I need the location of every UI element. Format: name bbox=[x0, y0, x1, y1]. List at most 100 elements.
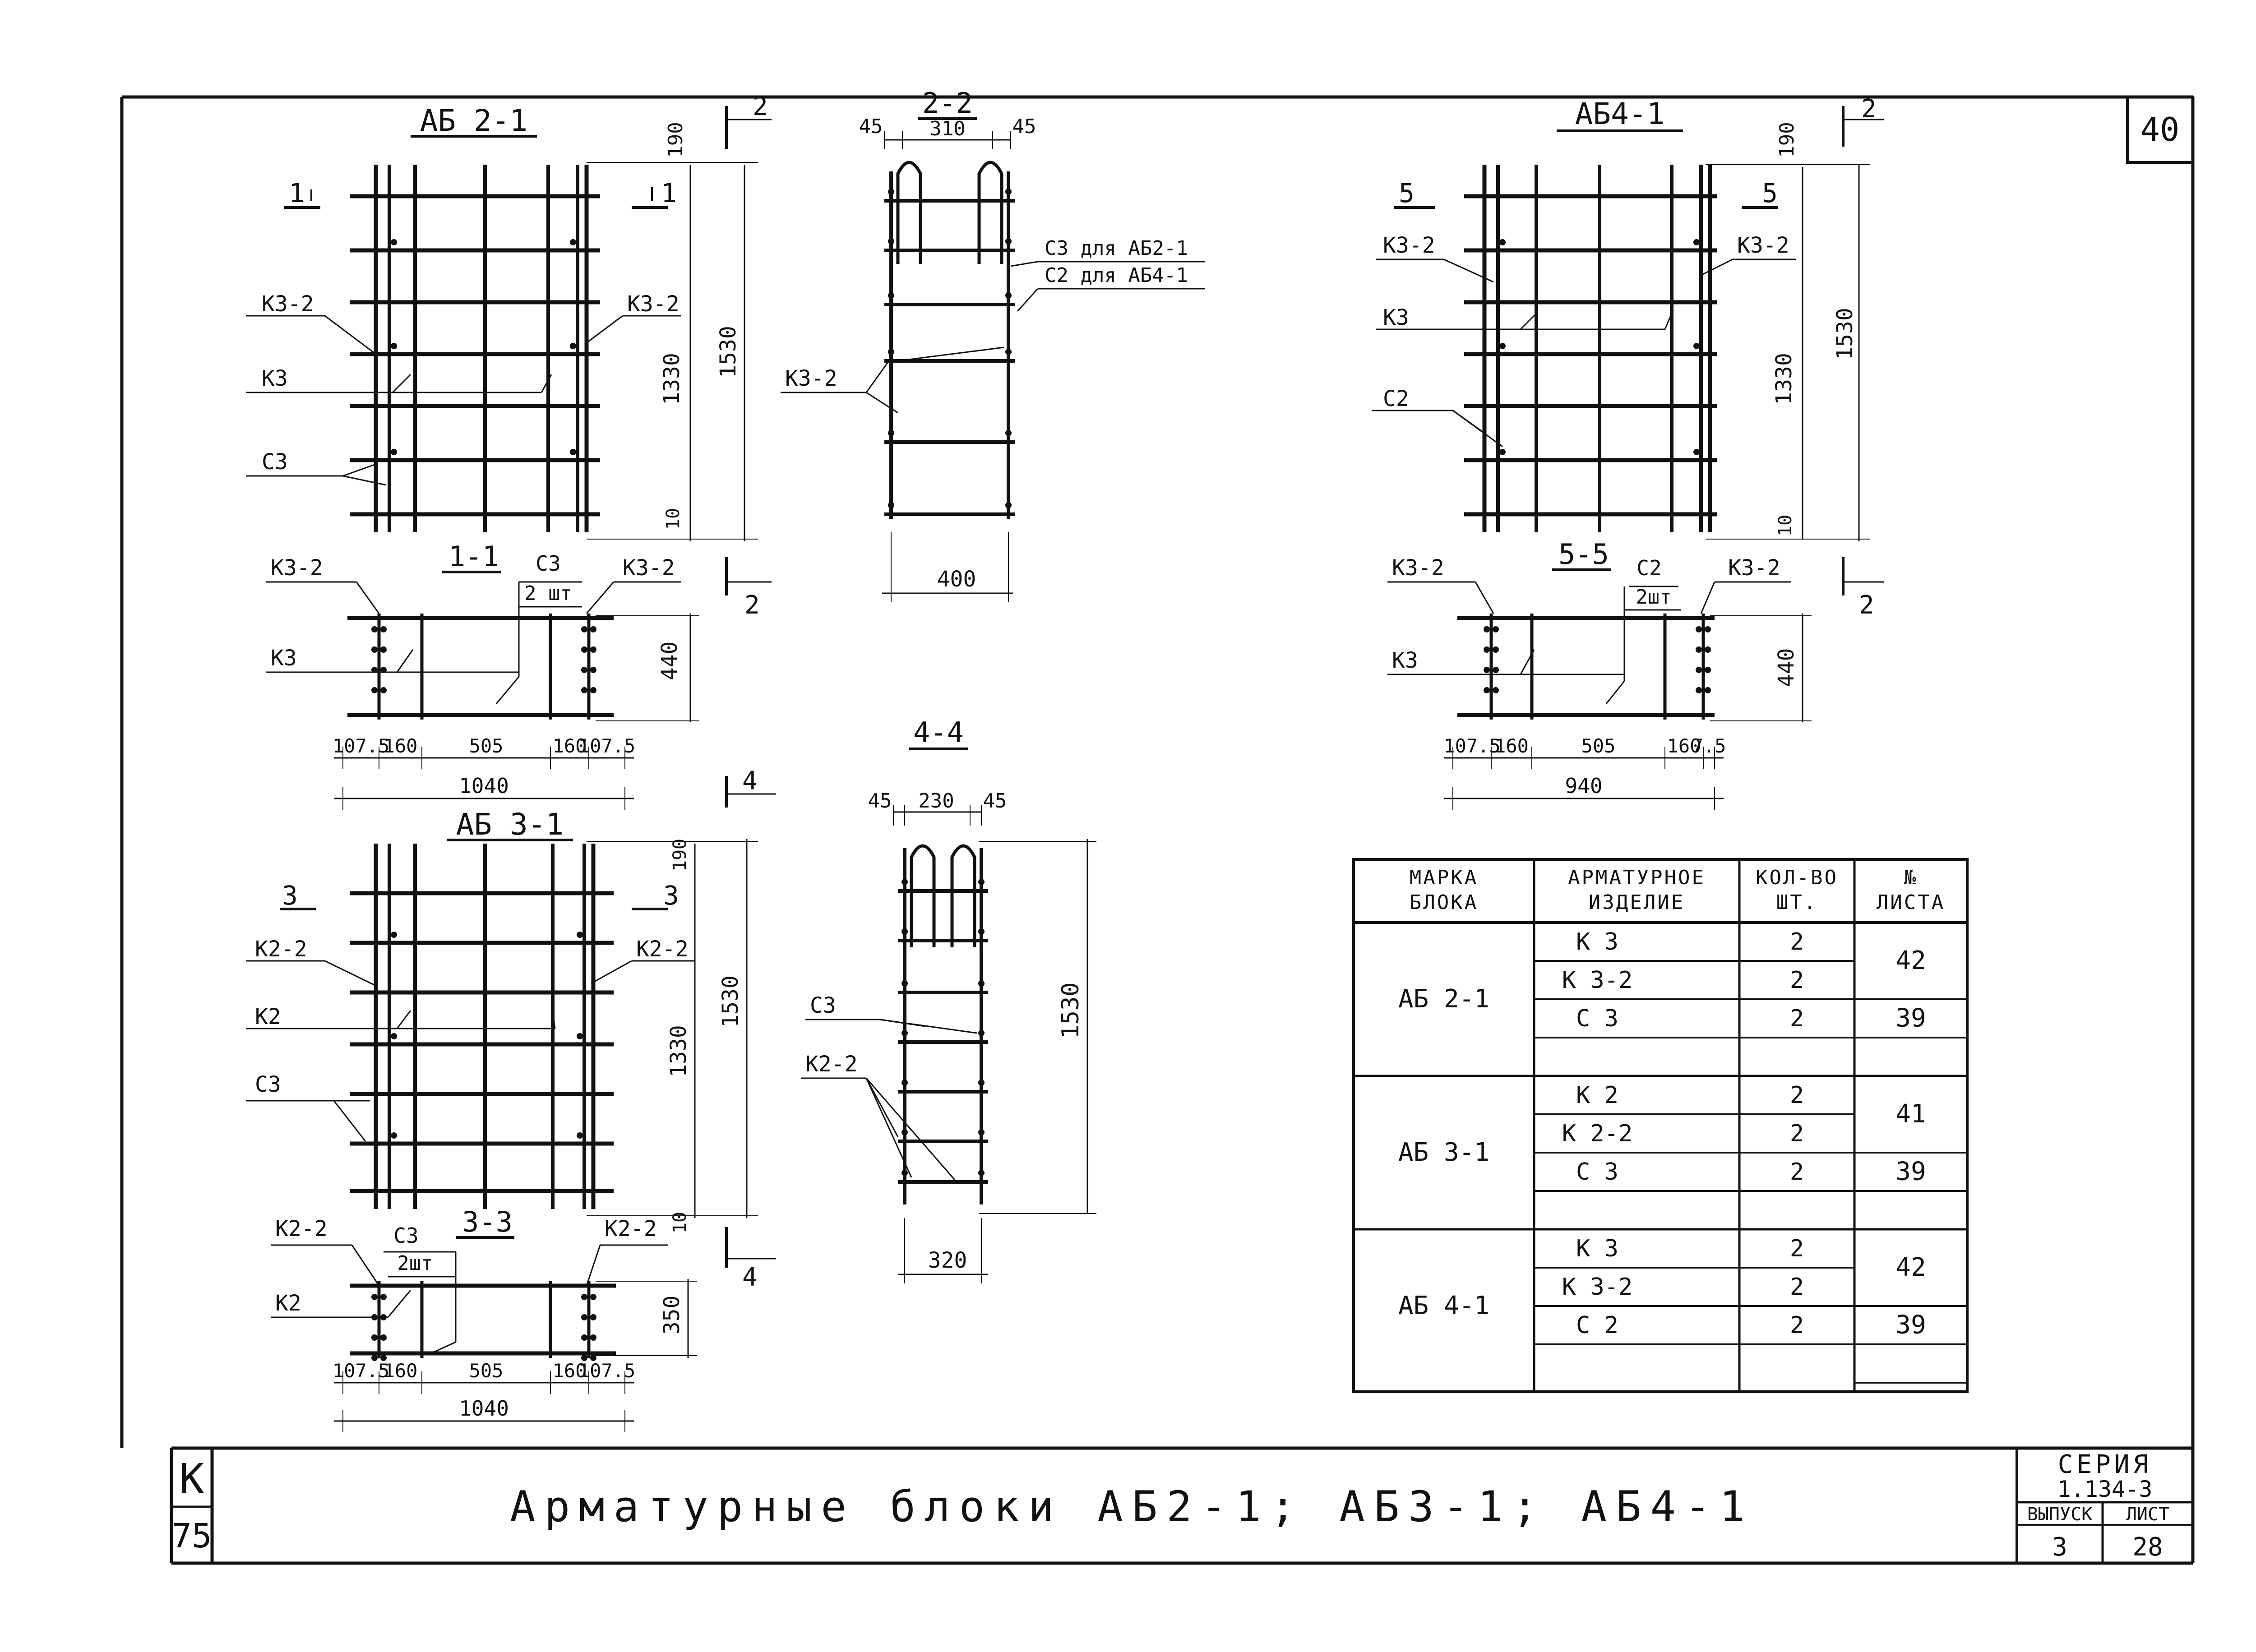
ab4-1-label-k3: К3 bbox=[1383, 305, 1409, 330]
ab3-1-dim-bottom: 10 bbox=[670, 1212, 690, 1233]
dimension-value: 505 bbox=[469, 1360, 504, 1382]
section-4-4-annotations: 4-4 45 230 45 С3 К2-2 1530 320 bbox=[801, 716, 1096, 1283]
sec44-k22: К2-2 bbox=[805, 1052, 858, 1077]
section-2-2-annotations: 2-2 45 310 45 С3 для АБ2-1 С2 для АБ4-1 … bbox=[781, 87, 1205, 602]
table-quantity: 2 bbox=[1790, 1274, 1804, 1301]
ab4-1-dim-middle: 1330 bbox=[1771, 353, 1797, 405]
dimension-value: 505 bbox=[469, 735, 504, 757]
table-quantity: 2 bbox=[1790, 1235, 1804, 1262]
sec22-dim-mid: 310 bbox=[929, 117, 965, 140]
sec22-width: 400 bbox=[937, 567, 976, 592]
sec22-dim-left: 45 bbox=[859, 115, 883, 138]
ab4-1-label-c2: С2 bbox=[1383, 386, 1409, 411]
bar-joint bbox=[1005, 189, 1012, 195]
table-header-text: КОЛ-ВО bbox=[1756, 866, 1838, 889]
table-quantity: 2 bbox=[1790, 1312, 1804, 1339]
dimension-value: 160 bbox=[1494, 735, 1529, 757]
table-border bbox=[1352, 858, 1969, 1393]
ab3-1-annotations: АБ 3-1 3 3 К2-2 К2-2 К2 С3 190 1330 1530… bbox=[246, 766, 776, 1292]
elevation-ab2-1 bbox=[350, 165, 600, 532]
bar-end bbox=[581, 667, 587, 673]
bar-joint bbox=[391, 1033, 397, 1039]
table-sheet-number: 42 bbox=[1895, 946, 1926, 975]
sec44-width: 320 bbox=[928, 1248, 967, 1273]
table-quantity: 2 bbox=[1790, 928, 1804, 955]
series-label: СЕРИЯ bbox=[2058, 1450, 2152, 1479]
bar-end bbox=[1705, 667, 1711, 673]
table-sheet-number: 41 bbox=[1895, 1099, 1926, 1129]
table-quantity: 2 bbox=[1790, 1005, 1804, 1032]
bar-joint bbox=[888, 430, 894, 436]
dimension-value: 160 bbox=[384, 735, 418, 757]
section-2-2 bbox=[884, 161, 1015, 519]
table-block-mark: АБ 3-1 bbox=[1398, 1138, 1489, 1167]
table-item: К 3-2 bbox=[1562, 1274, 1633, 1301]
ab4-1-label-k32-left: К3-2 bbox=[1383, 233, 1435, 258]
bar-end bbox=[1484, 646, 1490, 653]
table-item: С 2 bbox=[1576, 1312, 1618, 1339]
bar-joint bbox=[888, 189, 894, 195]
sec22-note-c2: С2 для АБ4-1 bbox=[1045, 264, 1188, 287]
sec55-k32-right: К3-2 bbox=[1728, 555, 1780, 581]
table-block-mark: АБ 2-1 bbox=[1398, 984, 1489, 1014]
table-header-text: МАРКА bbox=[1410, 866, 1478, 889]
ab3-1-label-k22-right: К2-2 bbox=[636, 937, 689, 962]
bar-end bbox=[581, 626, 587, 632]
bar-joint bbox=[978, 1170, 985, 1176]
ab2-1-dim-top: 190 bbox=[664, 122, 687, 157]
left-stamp: K 75 bbox=[171, 1455, 212, 1555]
bar-end bbox=[380, 687, 387, 693]
ab3-1-label-c3: С3 bbox=[255, 1072, 281, 1097]
bar-joint bbox=[978, 980, 985, 987]
sec55-height: 440 bbox=[1774, 648, 1799, 688]
sec33-title: 3-3 bbox=[462, 1205, 513, 1238]
bar-end bbox=[380, 646, 387, 653]
bar-end bbox=[380, 1355, 387, 1361]
stamp-letter: K bbox=[179, 1455, 204, 1503]
elevation-ab4-1 bbox=[1464, 165, 1717, 532]
bar-joint bbox=[1499, 239, 1506, 245]
dimension-value: 160 bbox=[553, 735, 587, 757]
specification-table: МАРКАБЛОКААРМАТУРНОЕИЗДЕЛИЕКОЛ-ВОШТ.№ЛИС… bbox=[1352, 858, 1969, 1393]
bar-end bbox=[371, 1355, 378, 1361]
sec11-k3: К3 bbox=[271, 646, 297, 671]
bar-joint bbox=[1005, 349, 1012, 355]
ab2-1-dim-middle: 1330 bbox=[659, 353, 684, 405]
bar-end bbox=[590, 1355, 596, 1361]
bar-end bbox=[1484, 687, 1490, 693]
bar-end bbox=[1493, 626, 1499, 632]
table-sheet-number: 39 bbox=[1895, 1004, 1926, 1033]
ab2-1-label-c3: С3 bbox=[262, 449, 288, 475]
ab3-1-label-k22-left: К2-2 bbox=[255, 937, 307, 962]
table-quantity: 2 bbox=[1790, 1158, 1804, 1186]
section-1-1-annotations: 1-1 С3 2 шт К3-2 К3-2 К3 440 bbox=[266, 540, 699, 722]
bar-end bbox=[581, 646, 587, 653]
table-item: К 3-2 bbox=[1562, 967, 1633, 994]
bar-joint bbox=[901, 928, 908, 935]
ab4-1-cut-right: 5 bbox=[1762, 178, 1778, 208]
bar-end bbox=[581, 1294, 587, 1300]
bar-end bbox=[590, 626, 596, 632]
ab4-1-label-k32-right: К3-2 bbox=[1737, 233, 1789, 258]
bar-end bbox=[371, 646, 378, 653]
hook-loop bbox=[910, 844, 936, 947]
bar-joint bbox=[1693, 449, 1700, 455]
table-block-mark: АБ 4-1 bbox=[1398, 1291, 1489, 1320]
table-header-text: ЛИСТА bbox=[1877, 891, 1945, 914]
table-header-text: № bbox=[1904, 866, 1918, 889]
sec55-k3: К3 bbox=[1392, 648, 1418, 673]
sec33-c-qty: 2шт bbox=[397, 1252, 433, 1275]
bar-joint bbox=[978, 1129, 985, 1135]
ab2-1-cut-right: 1 bbox=[661, 178, 677, 208]
bar-end bbox=[1484, 667, 1490, 673]
sec44-height: 1530 bbox=[1057, 982, 1084, 1038]
table-item: С 3 bbox=[1576, 1005, 1618, 1032]
section-5-5-annotations: 5-5 С2 2шт К3-2 К3-2 К3 440 bbox=[1387, 538, 1812, 722]
stamp-number: 75 bbox=[171, 1517, 212, 1555]
sec55-c-label: С2 bbox=[1637, 556, 1661, 580]
sec55-c-qty: 2шт bbox=[1636, 586, 1671, 609]
bar-joint bbox=[570, 449, 576, 455]
bar-end bbox=[1493, 646, 1499, 653]
